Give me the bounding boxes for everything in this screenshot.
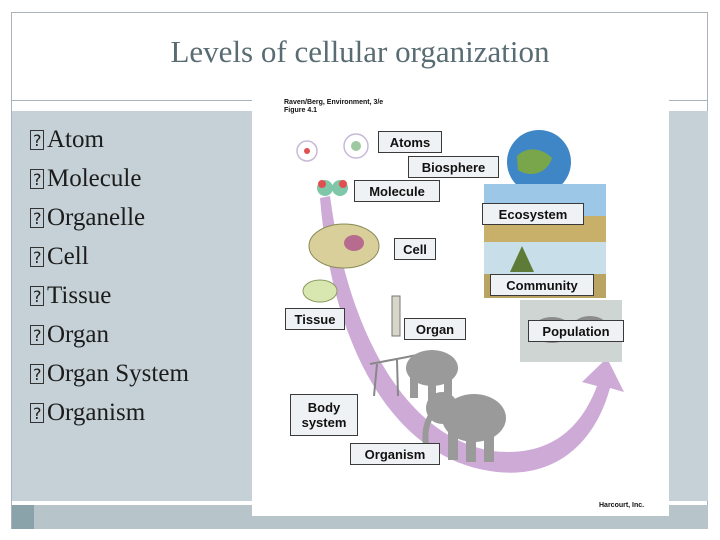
slide-title: Levels of cellular organization [170, 34, 550, 69]
atom-illustration [296, 140, 318, 162]
figure-caption: Raven/Berg, Environment, 3/e Figure 4.1 [284, 99, 383, 115]
bullet-item: Organ System [30, 358, 189, 397]
organization-levels-figure: Raven/Berg, Environment, 3/e Figure 4.1 … [252, 96, 669, 516]
caption-line-1: Raven/Berg, Environment, 3/e [284, 99, 384, 106]
bullet-list: Atom Molecule Organelle Cell Tissue Orga… [30, 124, 189, 436]
label-molecule: Molecule [354, 180, 440, 202]
molecule-illustration [317, 180, 348, 196]
cell-illustration [308, 223, 380, 269]
missing-glyph-icon [30, 359, 44, 391]
label-cell: Cell [394, 238, 436, 260]
bullet-item: Organism [30, 397, 189, 436]
missing-glyph-icon [30, 203, 44, 235]
elephant-illustration [406, 350, 506, 462]
atom-illustration [343, 133, 369, 159]
bullet-item: Organ [30, 319, 189, 358]
label-ecosystem: Ecosystem [482, 203, 584, 225]
label-organism: Organism [350, 443, 440, 465]
label-community: Community [490, 274, 594, 296]
bullet-item: Organelle [30, 202, 189, 241]
caption-line-2: Figure 4.1 [284, 107, 318, 114]
bullet-item: Molecule [30, 163, 189, 202]
missing-glyph-icon [30, 164, 44, 196]
progression-arrow [320, 196, 624, 473]
missing-glyph-icon [30, 125, 44, 157]
organ-illustration [391, 295, 401, 337]
label-organ: Organ [404, 318, 466, 340]
missing-glyph-icon [30, 242, 44, 274]
label-biosphere: Biosphere [408, 156, 499, 178]
bullet-item: Atom [30, 124, 189, 163]
label-body-system: Body system [290, 394, 358, 436]
label-population: Population [528, 320, 624, 342]
missing-glyph-icon [30, 398, 44, 430]
label-tissue: Tissue [285, 308, 345, 330]
missing-glyph-icon [30, 320, 44, 352]
bullet-item: Tissue [30, 280, 189, 319]
missing-glyph-icon [30, 281, 44, 313]
skeleton-illustration [369, 353, 423, 397]
bullet-item: Cell [30, 241, 189, 280]
label-atoms: Atoms [378, 131, 442, 153]
figure-credit: Harcourt, Inc. [599, 502, 645, 509]
footer-accent-block [12, 505, 34, 529]
tissue-illustration [302, 279, 338, 303]
